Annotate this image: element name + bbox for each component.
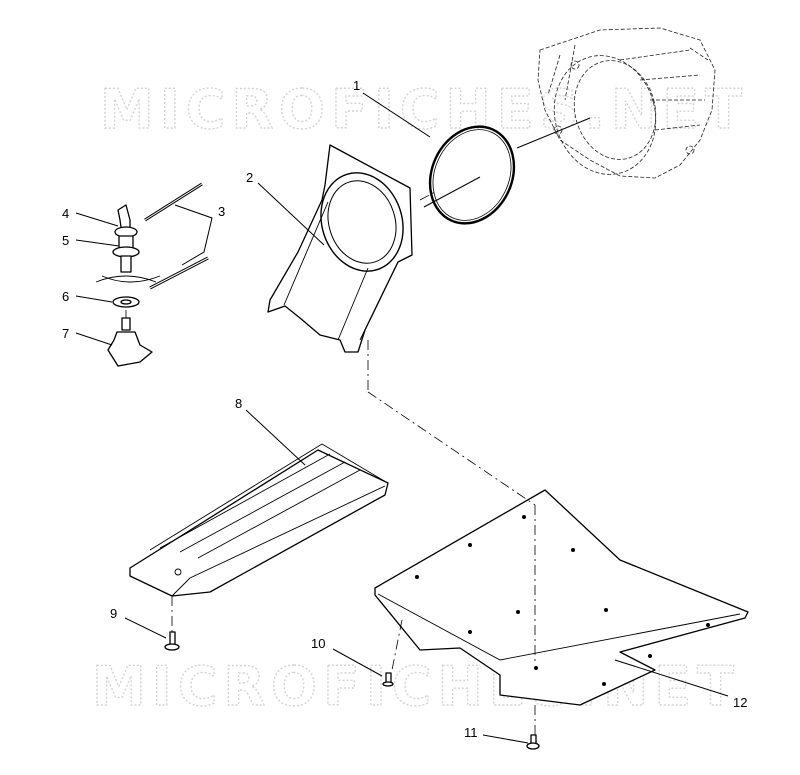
intake-adapter [267, 144, 413, 353]
callout-9: 9 [110, 606, 117, 621]
callout-8: 8 [235, 396, 242, 411]
callout-7: 7 [62, 326, 69, 341]
callout-12: 12 [733, 695, 747, 710]
callout-1: 1 [353, 78, 360, 93]
watermark-top: MICROFICHES.NET [100, 78, 748, 141]
pump-housing [537, 27, 716, 179]
screw-9 [164, 631, 180, 651]
callout-5: 5 [62, 233, 69, 248]
studs [144, 182, 209, 290]
bottom-plate [374, 489, 749, 706]
o-ring [428, 125, 516, 225]
screw-11 [526, 734, 540, 750]
leader-lines [75, 92, 729, 744]
callout-2: 2 [246, 170, 253, 185]
alignment-lines [125, 191, 536, 735]
callout-4: 4 [62, 206, 69, 221]
callout-3: 3 [218, 204, 225, 219]
callout-labels: 1 2 3 4 5 6 7 8 9 10 11 12 [62, 78, 747, 740]
fitting-stack [95, 204, 161, 367]
screw-10 [382, 672, 394, 687]
callout-11: 11 [464, 725, 478, 740]
callout-10: 10 [311, 636, 325, 651]
ride-plate [129, 443, 389, 597]
callout-6: 6 [62, 289, 69, 304]
